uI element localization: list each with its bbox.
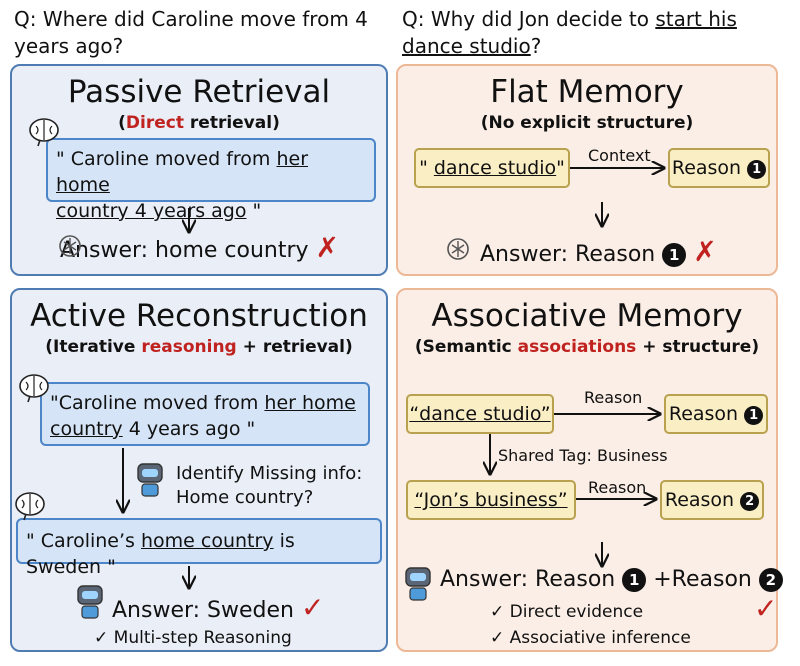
flat-memory-panel: Flat Memory (No explicit structure) " da…: [396, 64, 778, 276]
reason-edge-label-2: Reason: [588, 478, 647, 497]
dance-studio-node: " dance studio": [414, 148, 570, 188]
panel-title: Active Reconstruction: [30, 298, 368, 334]
openai-icon: [447, 238, 469, 260]
panel-subtitle: (Direct retrieval): [118, 113, 280, 133]
brain-icon: [15, 492, 45, 521]
answer-line: Answer: home country ✗: [60, 231, 340, 264]
panel-title: Flat Memory: [490, 74, 684, 110]
dance-studio-node: “dance studio”: [406, 394, 554, 434]
passive-retrieval-panel: Passive Retrieval (Direct retrieval) " C…: [10, 64, 388, 276]
reason-node: Reason 1: [668, 148, 770, 188]
check-item-direct-evidence: ✓ Direct evidence: [490, 602, 644, 622]
reason-node-1: Reason 1: [664, 394, 768, 434]
context-edge-label: Context: [588, 146, 651, 165]
active-reconstruction-panel: Active Reconstruction (Iterative reasoni…: [10, 288, 388, 652]
answer-line: Answer: Reason 1 +Reason 2: [440, 566, 783, 594]
robot-icon: [137, 463, 163, 497]
panel-title: Associative Memory: [431, 298, 743, 334]
check-item-associative-inference: ✓ Associative inference: [490, 628, 691, 648]
robot-icon: [77, 585, 103, 619]
panel-subtitle: (No explicit structure): [480, 113, 694, 133]
answer-line: Answer: Reason 1 ✗: [480, 235, 717, 268]
check-item: ✓ Multi-step Reasoning: [94, 628, 292, 648]
robot-icon: [405, 567, 431, 601]
reason-node-2: Reason 2: [660, 480, 764, 520]
jons-business-node: “Jon’s business”: [406, 480, 576, 520]
check-mark: ✓: [300, 591, 325, 624]
left-question: Q: Where did Caroline move from 4 years …: [14, 7, 368, 58]
memory-box-2: " Caroline’s home country is Sweden ": [16, 518, 382, 578]
brain-icon: [19, 374, 49, 403]
reason-edge-label-1: Reason: [584, 388, 643, 407]
answer-line: Answer: Sweden ✓: [112, 591, 325, 624]
shared-tag-label: Shared Tag: Business: [498, 446, 668, 465]
brain-icon: [29, 118, 59, 147]
right-question: Q: Why did Jon decide to start his dance…: [402, 7, 737, 58]
cross-mark: ✗: [693, 235, 717, 268]
identify-missing-info: Identify Missing info:Home country?: [176, 463, 363, 508]
openai-icon: [59, 235, 81, 257]
panel-title: Passive Retrieval: [67, 74, 331, 110]
panel-subtitle: (Semantic associations + structure): [414, 337, 760, 357]
panel-subtitle: (Iterative reasoning + retrieval): [45, 337, 353, 357]
cross-mark: ✗: [315, 231, 340, 264]
associative-memory-panel: Associative Memory (Semantic association…: [396, 288, 783, 652]
check-mark: ✓: [754, 592, 778, 625]
